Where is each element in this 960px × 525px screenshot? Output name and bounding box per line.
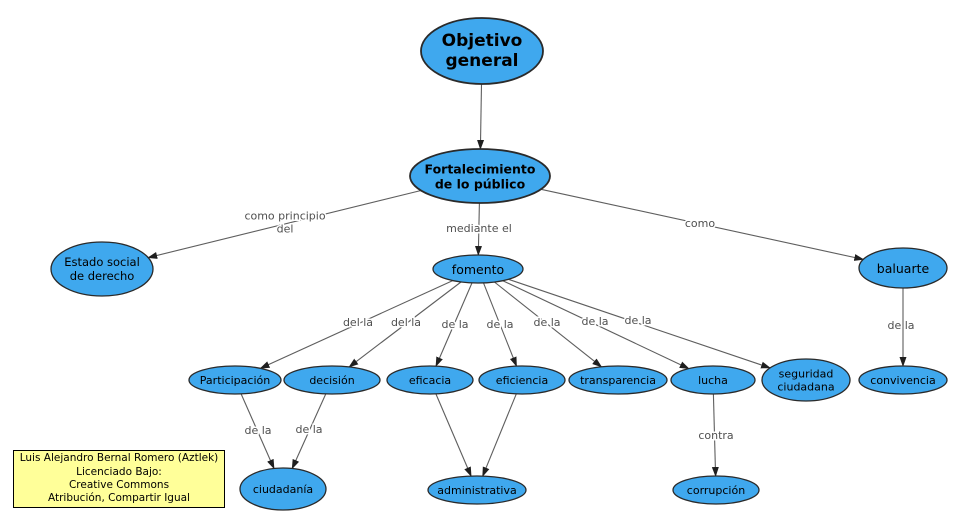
node-ellipse-ciudadania <box>239 467 327 511</box>
node-ellipse-corrupcion <box>672 475 760 505</box>
node-ellipse-administrativa <box>427 475 527 505</box>
edge-participacion-to-ciudadania <box>240 393 275 470</box>
edge-label-lucha-to-corrupcion: contra <box>698 429 733 442</box>
node-lucha: lucha <box>670 365 756 395</box>
edge-lucha-to-corrupcion <box>711 393 719 477</box>
node-ellipse-convivencia <box>858 365 948 395</box>
edge-eficiencia-to-administrativa <box>482 393 517 478</box>
node-ellipse-fomento <box>432 254 524 284</box>
node-convivencia: convivencia <box>858 365 948 395</box>
node-eficiencia: eficiencia <box>478 365 566 395</box>
edge-eficacia-to-administrativa <box>435 393 472 478</box>
node-label-administrativa: administrativa <box>437 484 516 497</box>
edge-fortalecimiento-to-fomento <box>474 202 482 256</box>
edge-label-fomento-to-seguridad-ciudadana: de la <box>624 314 651 327</box>
edge-label-baluarte-to-convivencia: de la <box>887 319 914 332</box>
node-label-fomento: fomento <box>452 262 504 277</box>
edge-label-fomento-to-transparencia: de la <box>533 316 560 329</box>
node-fomento: fomento <box>432 254 524 284</box>
node-decision: decisión <box>283 365 381 395</box>
node-ellipse-objetivo-general <box>420 17 544 85</box>
edge-label-fomento-to-participacion: del la <box>343 316 373 329</box>
node-ellipse-eficacia <box>386 365 474 395</box>
edge-fomento-to-participacion <box>259 280 453 369</box>
license-box: Luis Alejandro Bernal Romero (Aztlek) Li… <box>13 450 225 508</box>
node-label-corrupcion: corrupción <box>687 484 745 497</box>
node-participacion: Participación <box>188 365 282 395</box>
node-label-participacion: Participación <box>200 374 270 387</box>
node-label-transparencia: transparencia <box>580 374 656 387</box>
edge-fomento-to-eficiencia <box>482 282 518 368</box>
edge-fomento-to-eficacia <box>435 282 473 368</box>
node-ellipse-seguridad-ciudadana <box>761 358 851 402</box>
node-ellipse-decision <box>283 365 381 395</box>
edge-fomento-to-lucha <box>502 280 690 370</box>
node-label-eficiencia: eficiencia <box>496 374 548 387</box>
node-ellipse-transparencia <box>568 365 668 395</box>
edge-label-participacion-to-ciudadania: de la <box>244 424 271 437</box>
node-ellipse-estado-social <box>50 241 154 297</box>
node-baluarte: baluarte <box>858 247 948 289</box>
edge-label-fortalecimiento-to-baluarte: como <box>685 217 715 230</box>
edge-label-fomento-to-eficacia: de la <box>441 318 468 331</box>
edge-decision-to-ciudadania <box>291 393 327 470</box>
node-eficacia: eficacia <box>386 365 474 395</box>
edge-label-fomento-to-lucha: de la <box>581 315 608 328</box>
edge-label-decision-to-ciudadania: de la <box>295 423 322 436</box>
node-ellipse-fortalecimiento <box>409 148 551 204</box>
edge-label-fomento-to-eficiencia: de la <box>486 318 513 331</box>
edge-label-fomento-to-decision: del la <box>391 316 421 329</box>
node-label-eficacia: eficacia <box>409 374 451 387</box>
node-administrativa: administrativa <box>427 475 527 505</box>
node-transparencia: transparencia <box>568 365 668 395</box>
edge-fortalecimiento-to-estado-social <box>147 189 422 259</box>
node-ellipse-eficiencia <box>478 365 566 395</box>
license-line-author: Luis Alejandro Bernal Romero (Aztlek) <box>19 452 219 465</box>
edge-objetivo-general-to-fortalecimiento <box>477 83 485 150</box>
node-ciudadania: ciudadanía <box>239 467 327 511</box>
node-label-baluarte: baluarte <box>877 261 930 276</box>
node-label-convivencia: convivencia <box>870 374 935 387</box>
edge-fortalecimiento-to-baluarte <box>540 188 865 261</box>
license-line-terms: Atribución, Compartir Igual <box>48 492 190 505</box>
edge-label-fortalecimiento-to-fomento: mediante el <box>446 222 512 235</box>
edge-fomento-to-decision <box>348 281 462 368</box>
node-label-decision: decisión <box>309 374 354 387</box>
edge-fomento-to-transparencia <box>494 281 603 368</box>
node-label-ciudadania: ciudadanía <box>253 483 313 496</box>
license-line-licensed: Licenciado Bajo: <box>76 465 162 478</box>
node-label-lucha: lucha <box>698 374 728 387</box>
node-ellipse-lucha <box>670 365 756 395</box>
node-ellipse-baluarte <box>858 247 948 289</box>
node-corrupcion: corrupción <box>672 475 760 505</box>
license-line-cc: Creative Commons <box>68 479 170 491</box>
edge-fomento-to-seguridad-ciudadana <box>508 278 772 369</box>
node-ellipse-participacion <box>188 365 282 395</box>
